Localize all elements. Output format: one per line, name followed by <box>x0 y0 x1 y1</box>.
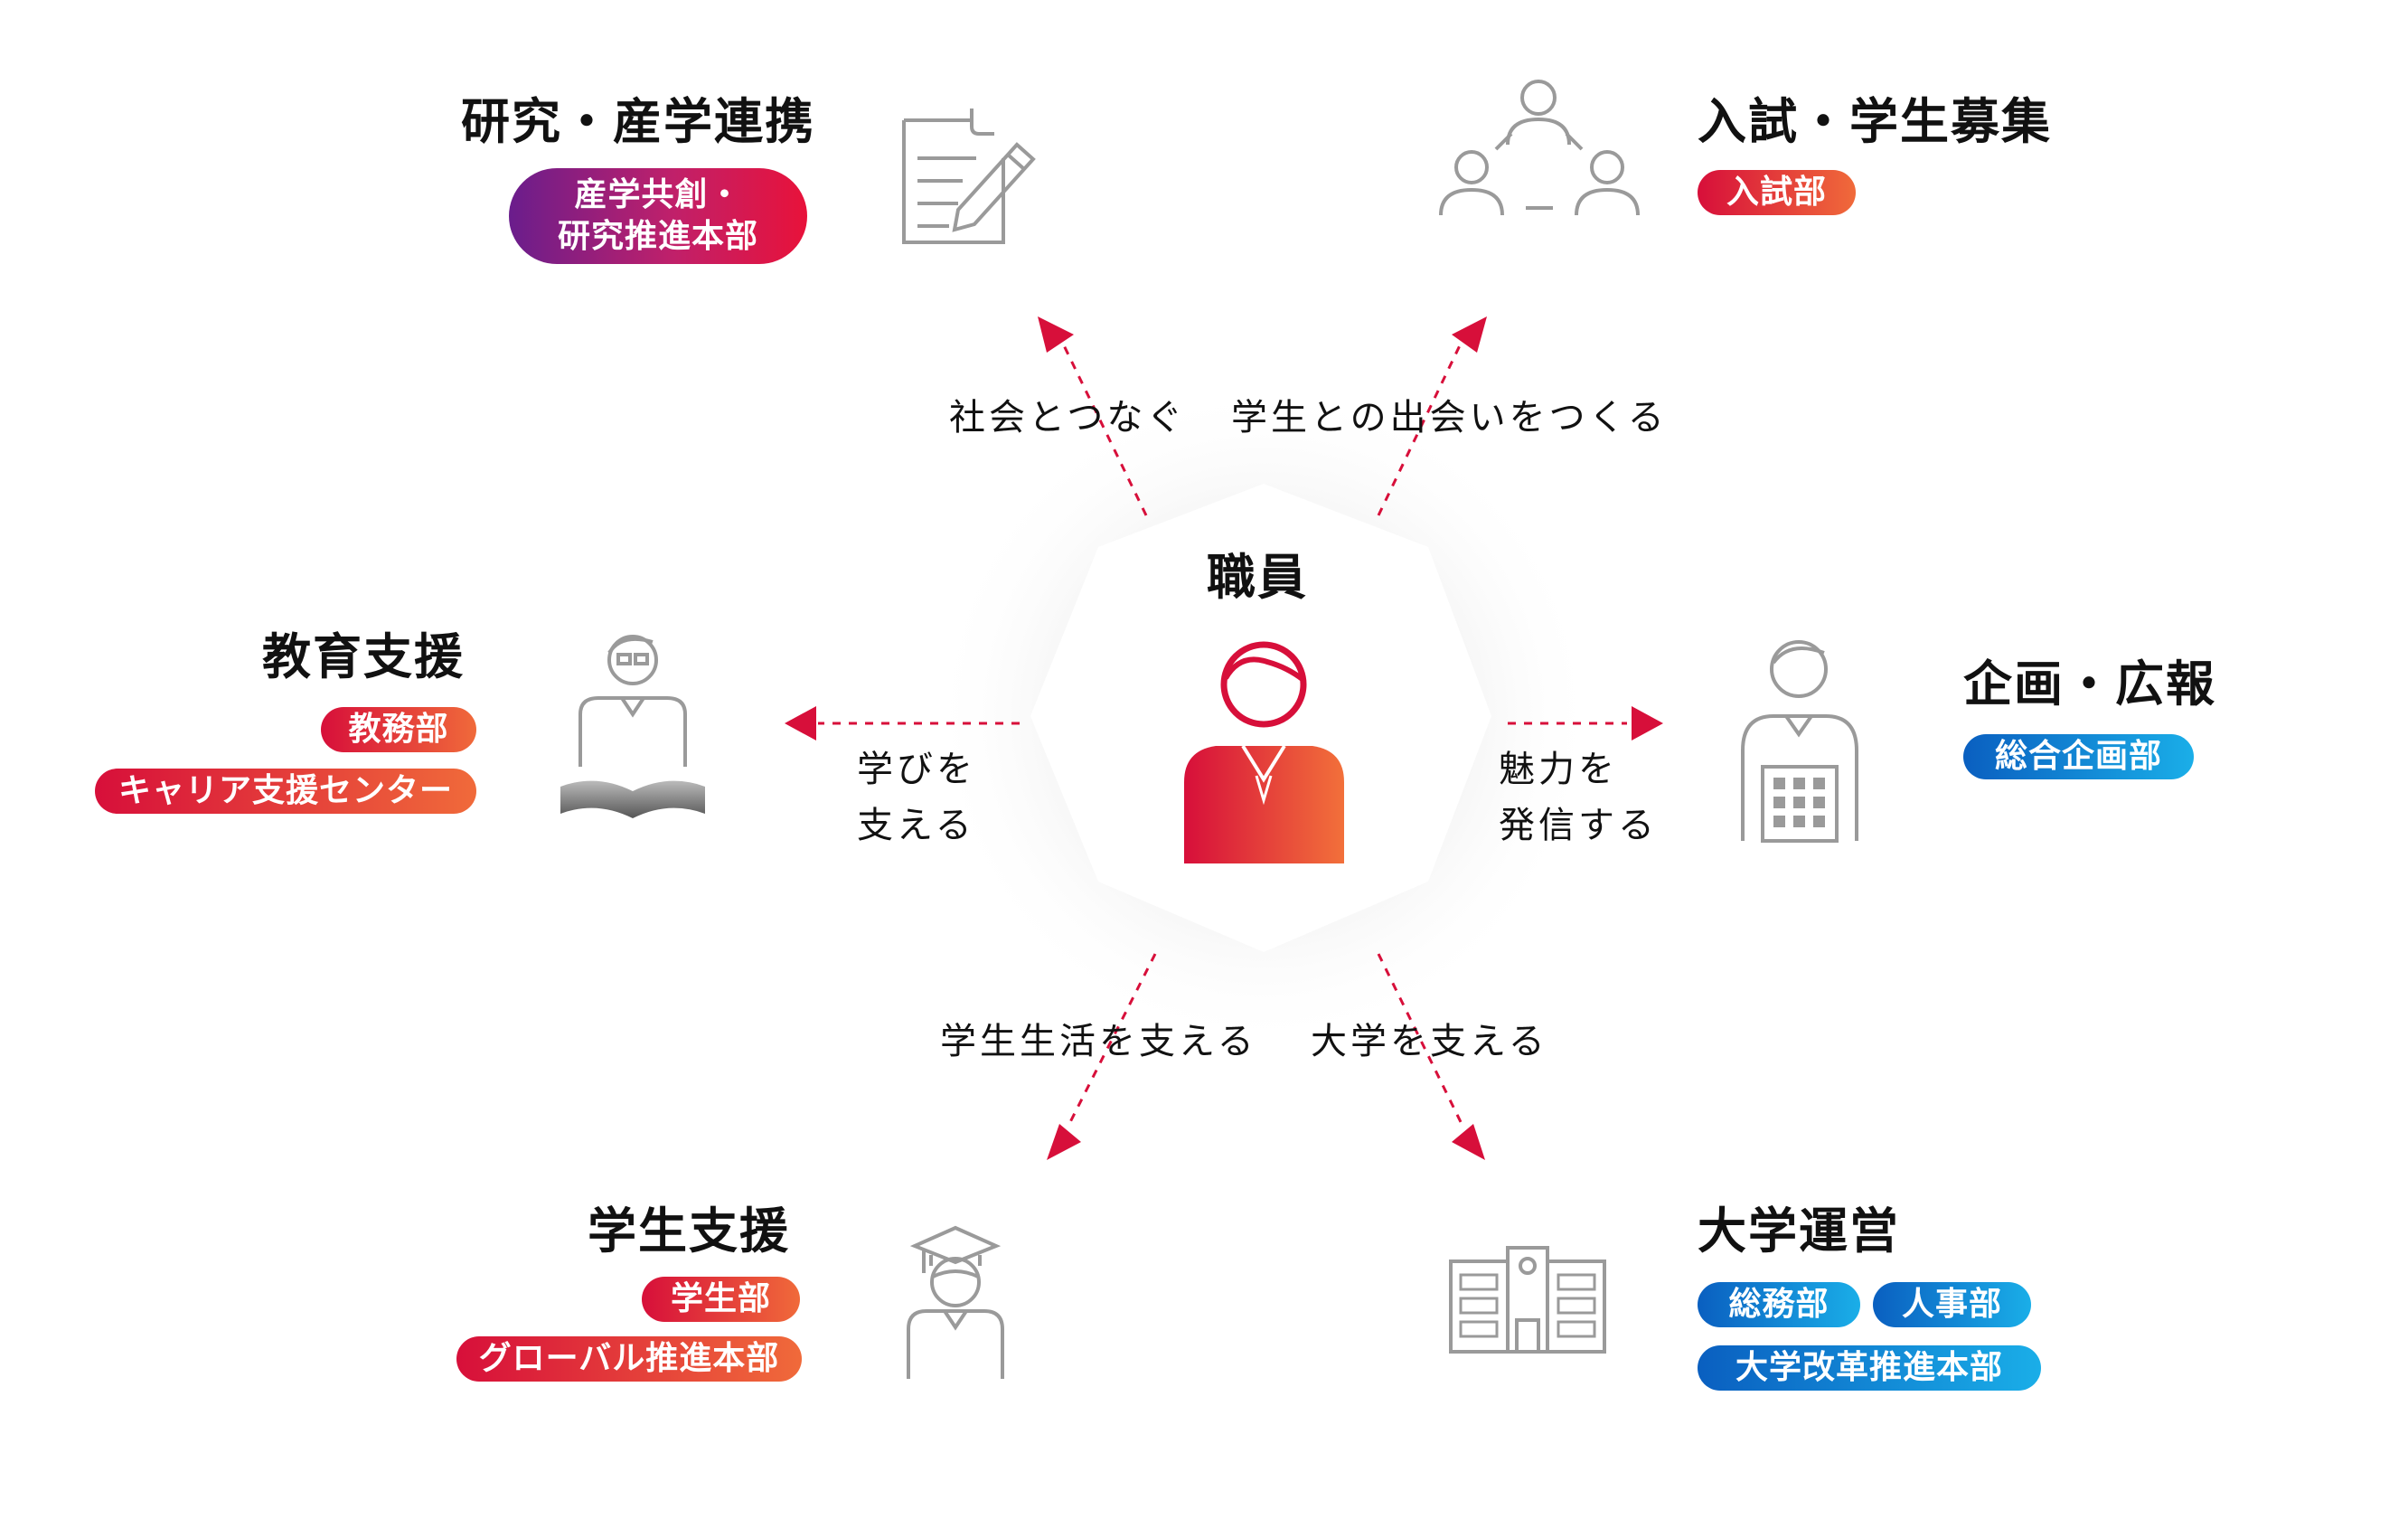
badge-planning-dept: 総合企画部 <box>1963 734 2194 779</box>
badge-general-affairs: 総務部 <box>1698 1282 1860 1327</box>
flow-share-appeal: 魅力を 発信する <box>1499 749 1658 846</box>
flow-support-learning: 学びを 支える <box>857 749 976 846</box>
arrowhead-research <box>1038 316 1074 353</box>
building-person-icon <box>1741 640 1858 843</box>
badge-personnel: 人事部 <box>1873 1282 2031 1327</box>
badge-reform-division: 大学改革推進本部 <box>1698 1345 2041 1391</box>
arrowhead-management <box>1452 1124 1485 1160</box>
teacher-book-icon <box>560 635 705 818</box>
arrowhead-student <box>1047 1124 1081 1160</box>
center-label: 職員 <box>1207 549 1308 606</box>
arrowheads <box>785 316 1663 1160</box>
document-pen-icon <box>902 108 1036 244</box>
node-title-admission: 入試・学生募集 <box>1698 93 2052 150</box>
people-group-icon <box>1439 80 1640 216</box>
badge-global-division: グローバル推進本部 <box>456 1336 802 1382</box>
node-title-research: 研究・産学連携 <box>461 93 815 150</box>
badge-research-division: 産学共創・ 研究推進本部 <box>509 168 807 264</box>
badge-admission-dept: 入試部 <box>1698 170 1856 215</box>
badge-academic-affairs: 教務部 <box>321 707 476 752</box>
arrowhead-education <box>785 706 816 741</box>
arrowhead-planning <box>1632 706 1663 741</box>
flow-support-student-life: 学生生活を支える <box>940 1021 1257 1062</box>
badge-career-center: キャリア支援センター <box>95 769 476 814</box>
arrowhead-admission <box>1452 316 1487 353</box>
flow-connect-society: 社会とつなぐ <box>949 397 1187 439</box>
node-title-planning: 企画・広報 <box>1963 656 2216 712</box>
campus-building-icon <box>1449 1246 1606 1354</box>
staff-person-icon <box>1184 641 1344 863</box>
flow-meet-students: 学生との出会いをつくる <box>1231 397 1668 439</box>
badge-student-affairs: 学生部 <box>642 1277 800 1322</box>
flow-support-university: 大学を支える <box>1311 1021 1548 1062</box>
node-title-management: 大学運営 <box>1698 1203 1900 1260</box>
node-title-education: 教育支援 <box>262 628 465 685</box>
graduate-icon <box>907 1225 1004 1379</box>
node-title-student: 学生支援 <box>588 1203 790 1260</box>
connectors <box>818 343 1627 1127</box>
